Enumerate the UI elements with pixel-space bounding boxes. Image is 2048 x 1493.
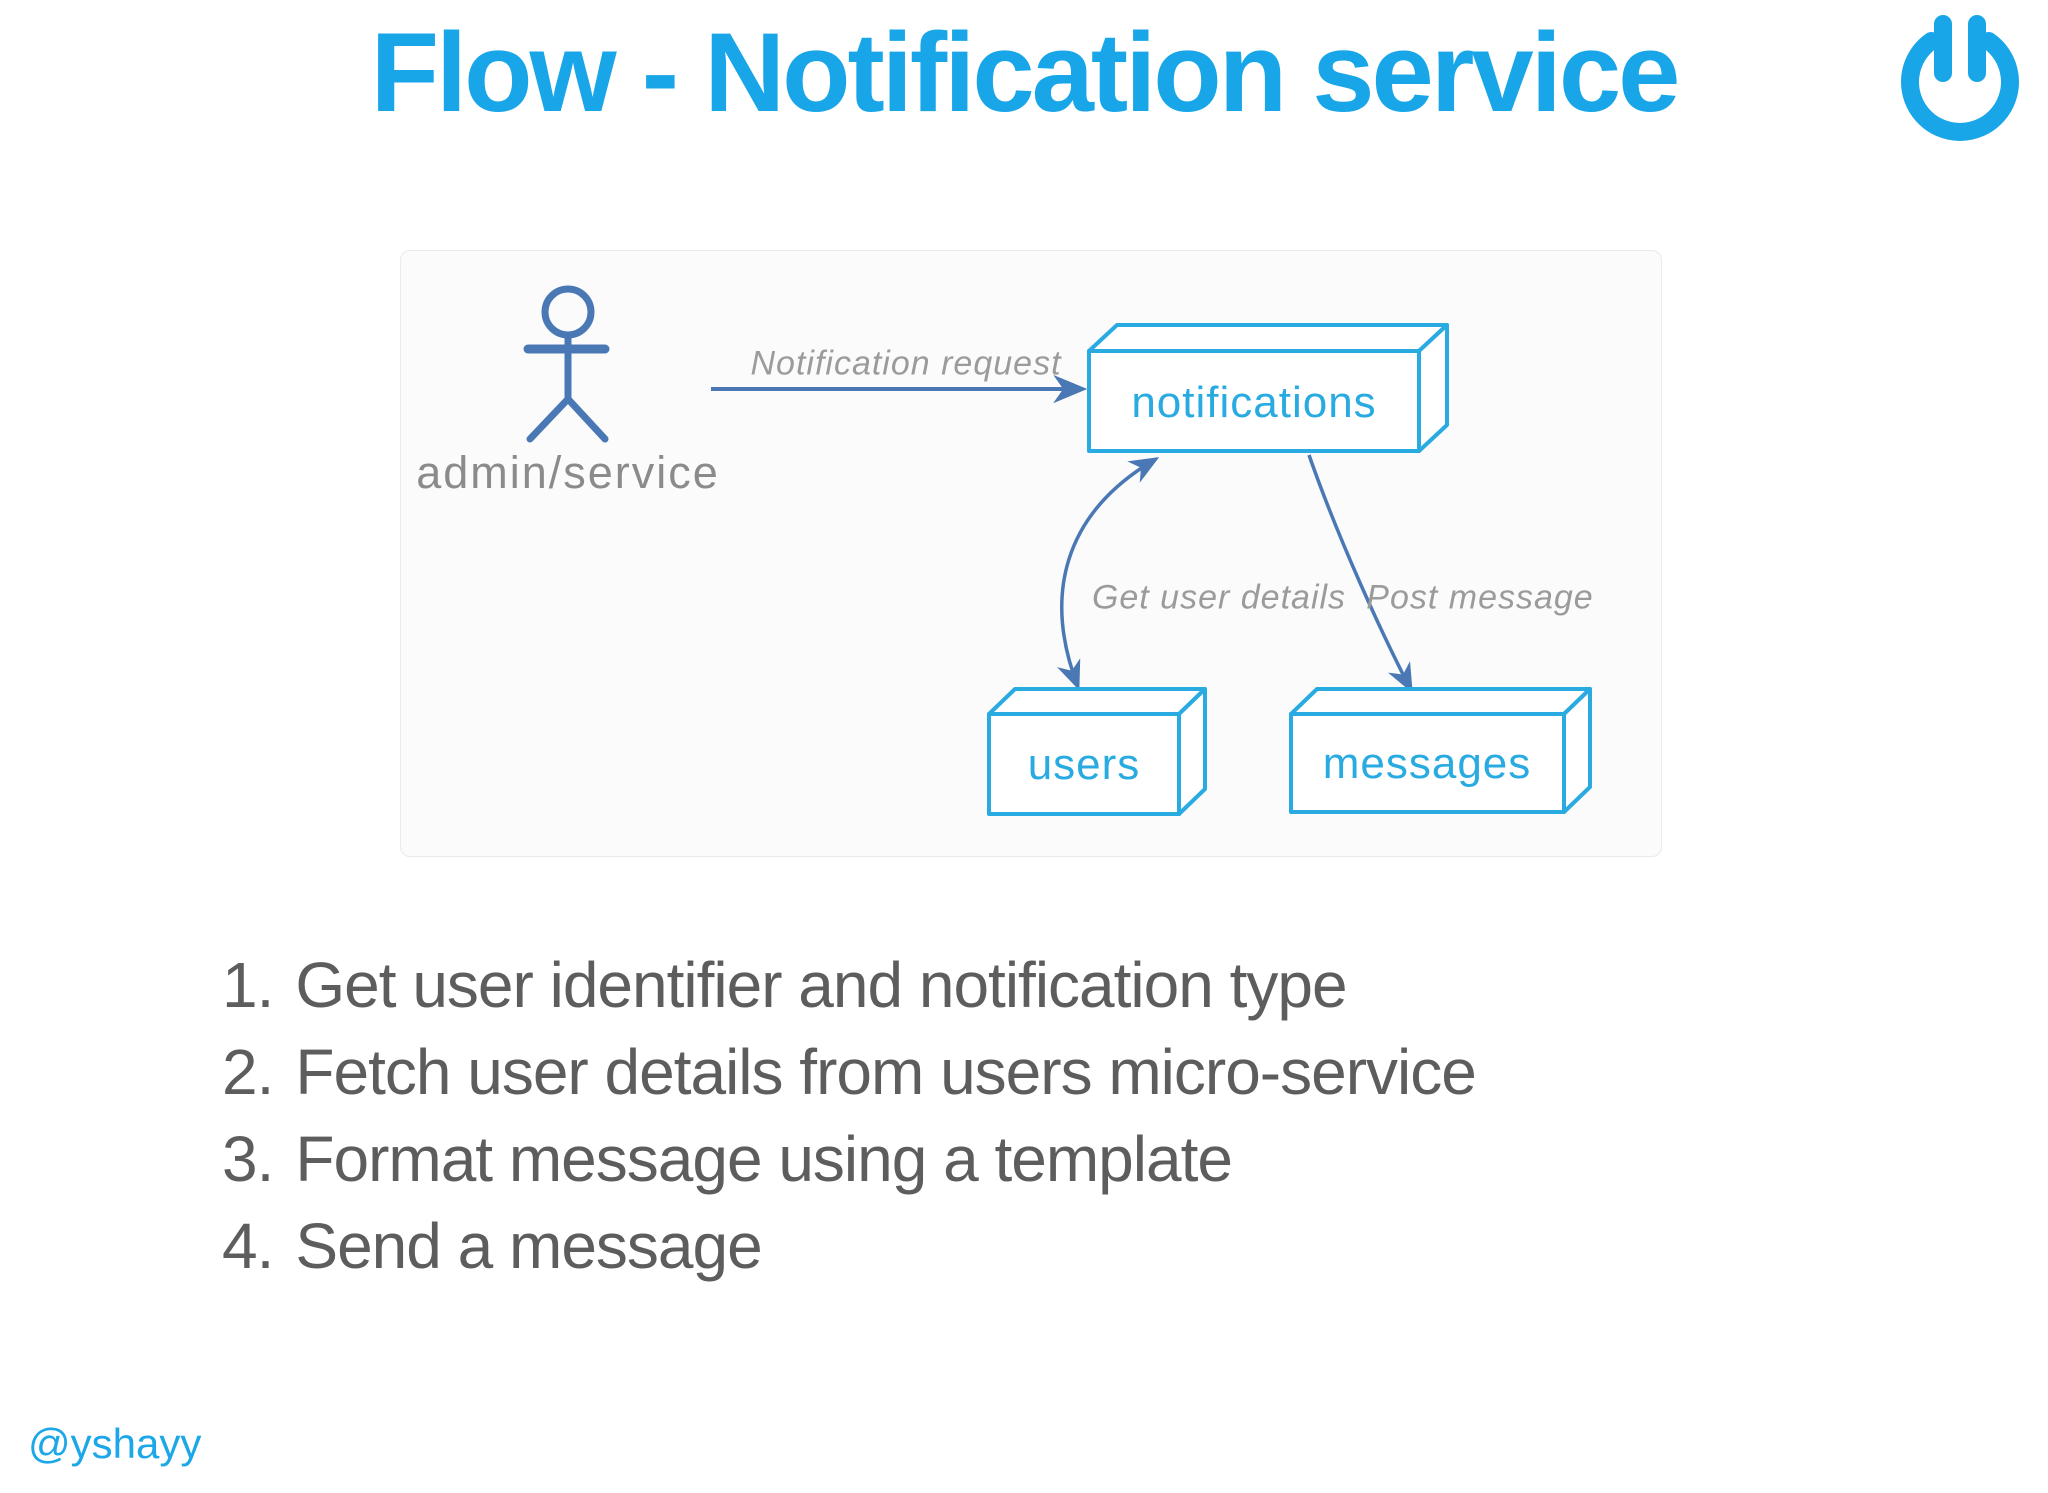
step-text: Get user identifier and notification typ… bbox=[295, 949, 1347, 1021]
power-icon-bar-right bbox=[1968, 15, 1986, 82]
step-number: 2. bbox=[222, 1036, 274, 1108]
arrow-post-message bbox=[1307, 454, 1413, 694]
node-label-notifications: notifications bbox=[1131, 378, 1377, 427]
node-label-users: users bbox=[1027, 740, 1141, 789]
step-number: 1. bbox=[222, 949, 274, 1021]
step-number: 4. bbox=[222, 1210, 274, 1282]
power-icon bbox=[1901, 15, 2019, 141]
node-notifications-box bbox=[1087, 323, 1449, 453]
step-item: 4. Send a message bbox=[222, 1203, 1476, 1290]
edge-label-post-message: Post message bbox=[1366, 578, 1594, 617]
diagram-canvas bbox=[523, 285, 1592, 816]
node-messages-box bbox=[1289, 687, 1592, 814]
steps-list: 1. Get user identifier and notification t… bbox=[222, 942, 1477, 1290]
step-text: Send a message bbox=[295, 1210, 762, 1282]
step-item: 2. Fetch user details from users micro-se… bbox=[222, 1029, 1477, 1116]
page-title: Flow - Notification service bbox=[370, 10, 1681, 135]
step-text: Format message using a template bbox=[295, 1123, 1233, 1195]
power-icon-bar-left bbox=[1934, 15, 1952, 82]
actor-label: admin/service bbox=[416, 447, 720, 498]
arrow-get-user-details bbox=[1057, 457, 1160, 691]
actor-figure bbox=[523, 285, 610, 443]
edge-label-get-user-details: Get user details bbox=[1091, 578, 1347, 617]
node-label-messages: messages bbox=[1322, 739, 1532, 788]
edge-label-notification-request: Notification request bbox=[750, 344, 1062, 383]
footer-handle: @yshayy bbox=[28, 1420, 202, 1467]
step-item: 3. Format message using a template bbox=[222, 1116, 1476, 1203]
step-item: 1. Get user identifier and notification t… bbox=[222, 942, 1476, 1029]
step-text: Fetch user details from users micro-serv… bbox=[295, 1036, 1476, 1108]
power-icon-arc bbox=[1901, 32, 2019, 141]
diagram-panel: admin/service Notification request notif… bbox=[400, 250, 1662, 857]
step-number: 3. bbox=[222, 1123, 274, 1195]
node-users-box bbox=[987, 687, 1207, 816]
